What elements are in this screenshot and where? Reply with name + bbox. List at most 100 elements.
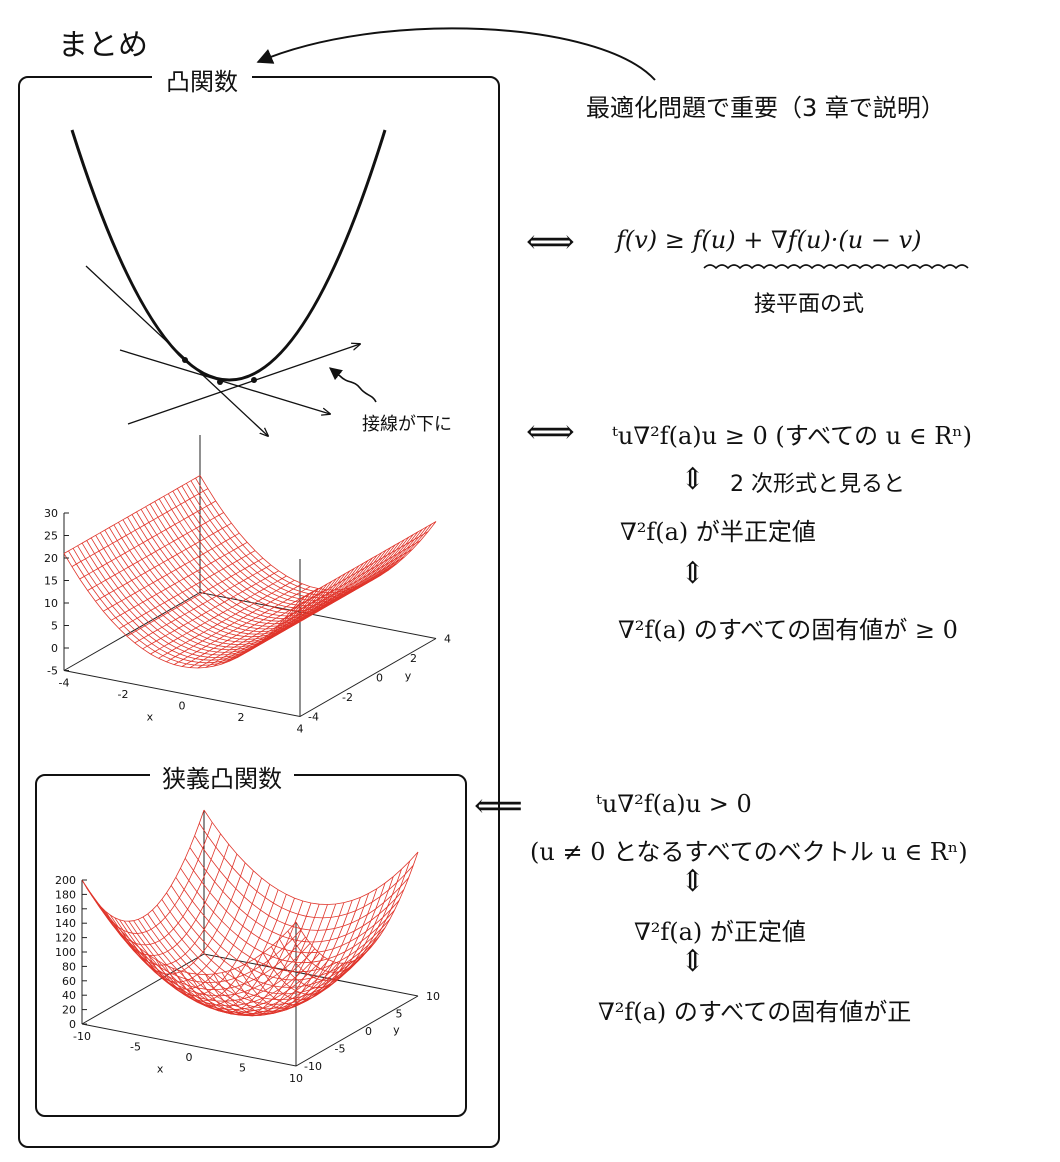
x-tick-label: 2 [238, 711, 245, 724]
x-tick-label: 0 [186, 1051, 193, 1064]
mesh-line-v [170, 885, 386, 981]
z-tick-label: 0 [69, 1018, 76, 1031]
z-tick-label: 15 [44, 575, 58, 588]
tangent-point-2 [217, 379, 223, 385]
z-tick-label: 20 [62, 1004, 76, 1017]
y-axis-label: y [393, 1024, 400, 1037]
convex-function-box [18, 76, 500, 1148]
x-tick-label: 5 [239, 1062, 246, 1075]
mesh-line-v [184, 858, 400, 954]
mesh-line-v [203, 809, 419, 905]
equivalence-arrow-1: ⟺ [526, 222, 575, 262]
y-tick-label: -5 [335, 1043, 346, 1056]
z-tick-label: 120 [55, 932, 76, 945]
z-tick-label: 200 [55, 874, 76, 887]
y-tick-label: -2 [342, 691, 353, 704]
mesh-line-u [213, 903, 337, 1016]
z-tick-label: 10 [44, 597, 58, 610]
positive-semidefinite-statement: ∇²f(a) が半正定値 [620, 518, 816, 546]
z-tick-label: 0 [51, 642, 58, 655]
strict-quadratic-form-condition: ᵗu∇²f(a)u > 0 [596, 790, 752, 818]
y-tick-label: 2 [410, 652, 417, 665]
surface-mesh [63, 475, 437, 669]
x-tick-label: -5 [130, 1041, 141, 1054]
z-tick-label: 100 [55, 946, 76, 959]
mesh-line-u [262, 882, 386, 995]
quadratic-form-condition: ᵗu∇²f(a)u ≥ 0 (すべての u ∈ Rⁿ) [612, 422, 973, 450]
tangent-plane-label: 接平面の式 [754, 292, 865, 317]
equivalence-arrow-2: ⟺ [526, 412, 575, 452]
y-tick-label: 0 [365, 1025, 372, 1038]
positive-definite-statement: ∇²f(a) が正定値 [634, 918, 806, 946]
tangent-plane-wavy-underline [703, 264, 969, 270]
mesh-line-u [238, 897, 361, 1010]
tangent-line-right [127, 344, 360, 425]
mesh-line-u [295, 851, 419, 964]
vertical-equivalence-1: ⇕ [680, 462, 706, 497]
mesh-line-u [287, 860, 411, 973]
mesh-line-v [194, 835, 409, 931]
mesh-line-u [221, 902, 345, 1015]
tangent-line-left [85, 265, 268, 436]
mesh-line-v [133, 920, 348, 1016]
quadratic-form-note: 2 次形式と見ると [730, 472, 905, 497]
z-tick-label: 180 [55, 888, 76, 901]
z-tick-label: -5 [47, 665, 58, 678]
mesh-line-v [156, 904, 372, 1001]
mesh-line-u [246, 893, 369, 1006]
z-tick-label: 30 [44, 507, 58, 520]
mesh-line-v [198, 823, 414, 919]
y-axis-label: y [405, 670, 412, 683]
mesh-line-v [147, 913, 362, 1009]
z-tick-label: 140 [55, 917, 76, 930]
strictly-convex-function-label: 狭義凸関数 [150, 759, 294, 794]
surface-mesh [81, 809, 419, 1017]
convex-function-label: 凸関数 [152, 62, 252, 97]
page-heading: まとめ [58, 28, 148, 63]
mesh-line-v [180, 867, 395, 964]
mesh-line-v [195, 477, 432, 594]
z-tick-label: 20 [44, 552, 58, 565]
mesh-line-v [181, 485, 419, 601]
y-tick-label: -10 [304, 1060, 322, 1073]
optimization-note: 最適化問題で重要（3 章で説明） [586, 94, 945, 122]
mesh-line-v [137, 919, 353, 1015]
z-tick-label: 40 [62, 989, 76, 1002]
mesh-line-u [279, 869, 402, 981]
y-tick-label: 10 [426, 990, 440, 1003]
z-tick-label: 5 [51, 620, 58, 633]
z-tick-label: 60 [62, 975, 76, 988]
mesh-line-v [166, 892, 381, 988]
z-tick-label: 25 [44, 530, 58, 543]
plot-base-back [63, 591, 437, 671]
x-tick-label: 10 [289, 1072, 303, 1085]
mesh-line-u [299, 521, 437, 600]
vertical-equivalence-3: ⇕ [680, 864, 706, 899]
mesh-line-u [155, 889, 279, 1002]
x-tick-label: -2 [118, 688, 129, 701]
x-tick-label: -4 [59, 677, 70, 690]
mesh-line-u [81, 809, 205, 922]
tangent-plane-inequality: f(v) ≥ f(u) + ∇f(u)·(u − v) [616, 226, 922, 254]
tangent-label-pointer [329, 367, 377, 403]
mesh-line-u [270, 876, 394, 989]
mesh-line-u [254, 888, 378, 1001]
vertical-equivalence-4: ⇕ [680, 944, 706, 979]
mesh-line-v [176, 488, 414, 604]
z-tick-label: 160 [55, 903, 76, 916]
tangent-line-middle [119, 349, 330, 414]
x-tick-label: 4 [297, 723, 304, 736]
vertical-equivalence-2: ⇕ [680, 556, 706, 591]
y-tick-label: 4 [444, 633, 451, 646]
nonzero-vector-condition: (u ≠ 0 となるすべてのベクトル u ∈ Rⁿ) [530, 838, 968, 866]
strictly-convex-surface-plot: 200180160140120100806040200-10-505101050… [55, 809, 440, 1085]
mesh-line-u [276, 548, 413, 628]
eigenvalues-nonnegative-statement: ∇²f(a) のすべての固有値が ≥ 0 [618, 616, 958, 644]
mesh-line-v [175, 877, 391, 973]
mesh-line-u [284, 540, 421, 620]
z-tick-label: 80 [62, 960, 76, 973]
tangent-point-1 [182, 357, 188, 363]
y-tick-label: 0 [376, 672, 383, 685]
